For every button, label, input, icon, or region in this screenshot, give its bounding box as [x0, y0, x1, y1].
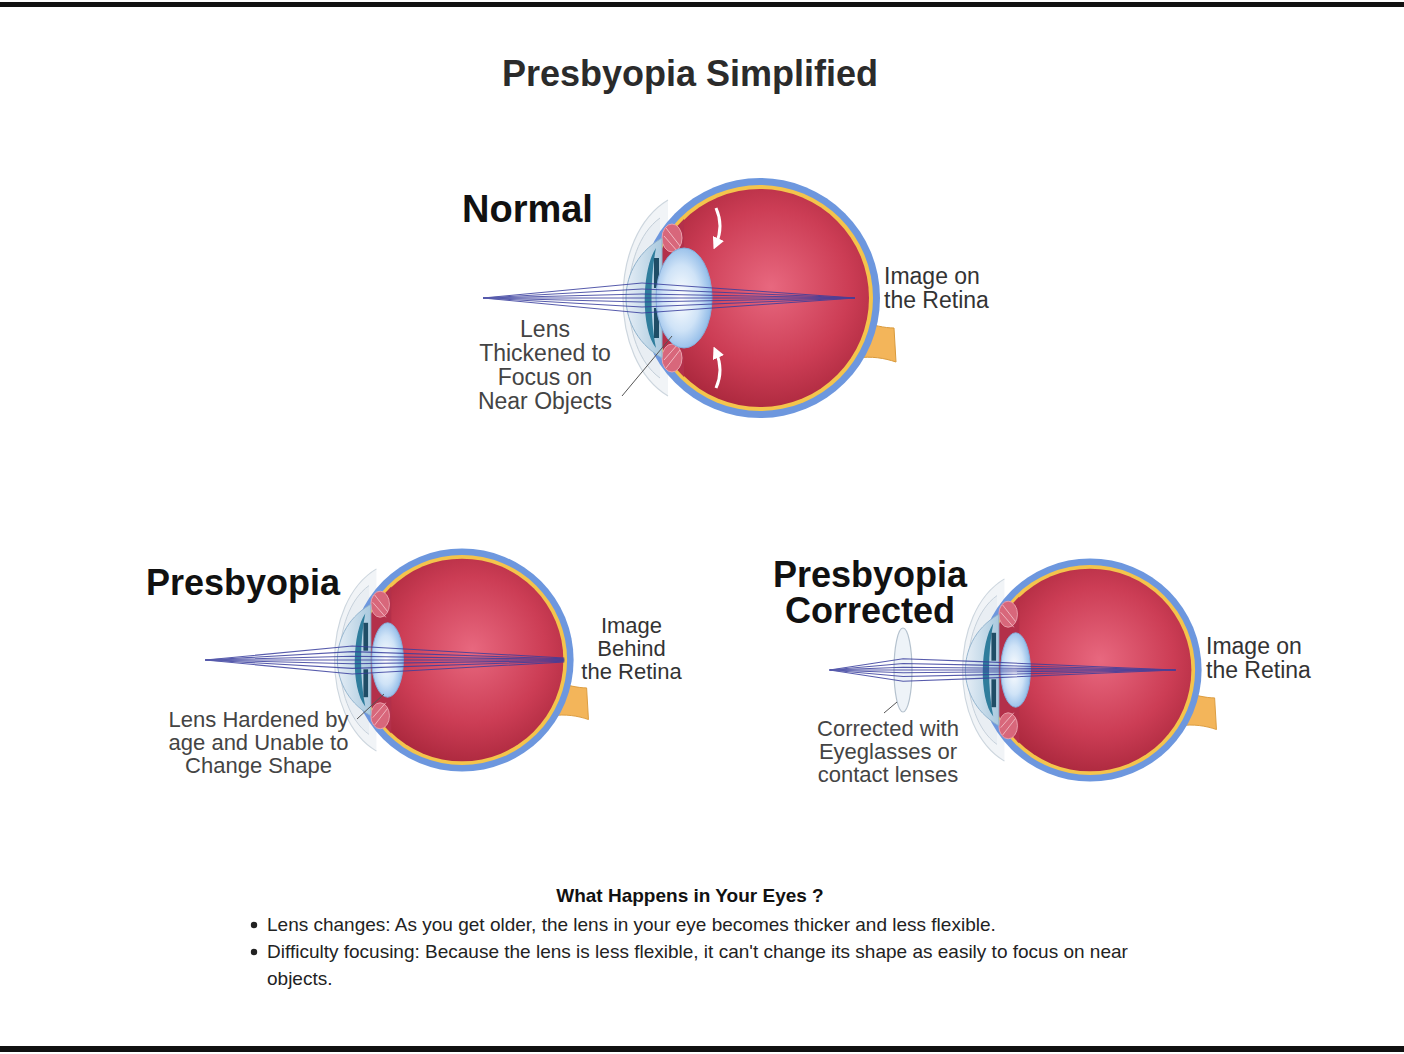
light-rays [483, 298, 855, 313]
eye-heading: Presbyopia Corrected [770, 557, 970, 629]
bullet-text: Lens changes: As you get older, the lens… [267, 911, 1147, 938]
light-rays [205, 656, 564, 660]
leader-lines [357, 336, 897, 719]
section-heading: What Happens in Your Eyes ? [390, 884, 990, 908]
normal-eye [716, 352, 720, 388]
normal-eye [716, 208, 720, 244]
top-rule [0, 2, 1404, 7]
callout-label: Image Behind the Retina [580, 614, 683, 683]
light-rays [483, 283, 855, 313]
bullet-text: Difficulty focusing: Because the lens is… [267, 938, 1147, 992]
light-rays [483, 289, 855, 298]
light-rays [205, 646, 564, 674]
light-rays [830, 670, 1176, 677]
callout-label: Image on the Retina [1206, 634, 1321, 682]
light-rays [830, 667, 1176, 670]
light-rays [205, 659, 564, 660]
bullet-dot [251, 949, 257, 955]
light-rays [830, 663, 1176, 670]
light-rays [205, 646, 564, 660]
light-rays [205, 660, 564, 668]
eye-heading: Presbyopia [146, 562, 340, 604]
light-rays [483, 298, 855, 307]
bullet-dot [251, 922, 257, 928]
light-rays [205, 652, 564, 660]
light-rays [830, 659, 1176, 681]
callout-label: Image on the Retina [884, 264, 999, 312]
leader-lines [357, 694, 384, 719]
bottom-rule [0, 1046, 1404, 1052]
leader-lines [884, 702, 897, 713]
light-rays [830, 659, 1176, 670]
page-title: Presbyopia Simplified [0, 52, 1380, 96]
callout-label: Corrected with Eyeglasses or contact len… [813, 717, 963, 786]
eye-heading: Normal [462, 186, 593, 232]
light-rays [205, 660, 564, 674]
callout-label: Lens Hardened by age and Unable to Chang… [166, 708, 351, 777]
light-rays [483, 294, 855, 298]
light-rays [830, 670, 1176, 681]
leader-lines [622, 336, 672, 396]
light-rays [483, 283, 855, 298]
callout-label: Lens Thickened to Focus on Near Objects [470, 317, 620, 413]
light-rays [483, 298, 855, 299]
